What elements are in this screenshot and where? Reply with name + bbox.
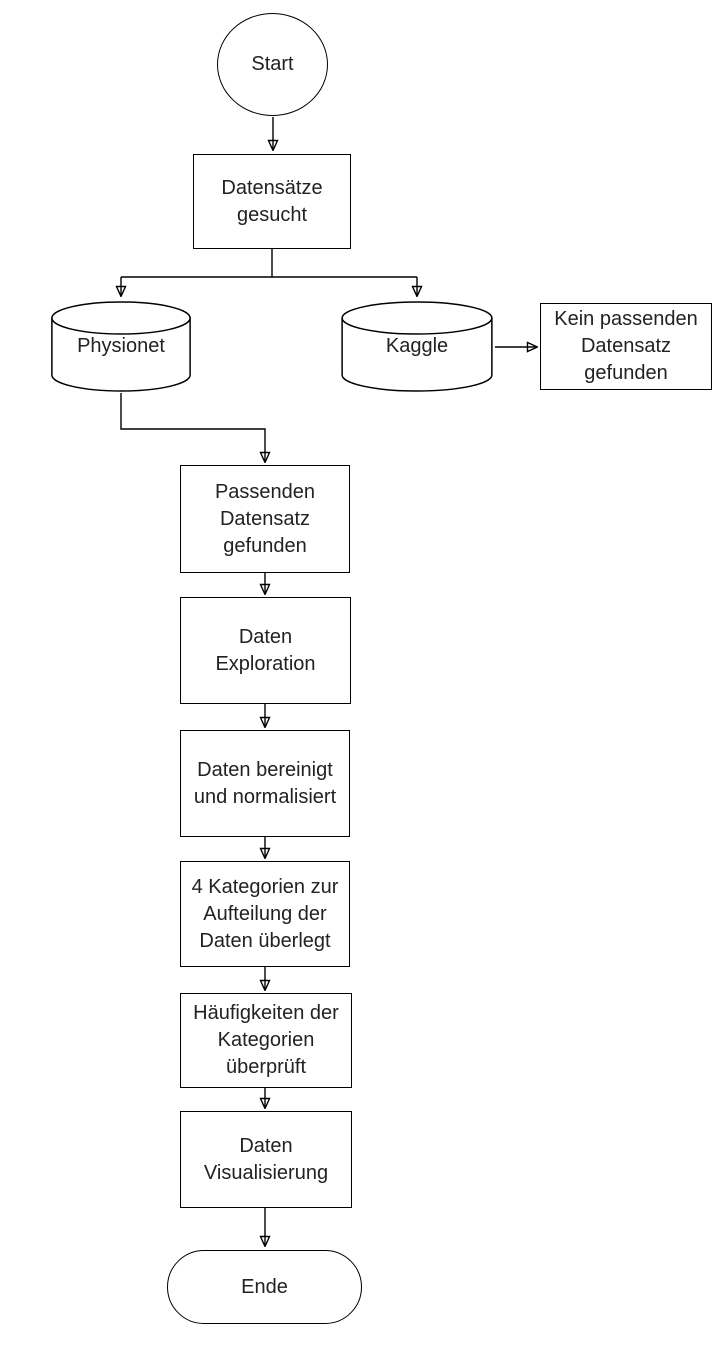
node-haeufigkeiten-label: Häufigkeiten der Kategorien überprüft — [193, 1002, 339, 1078]
node-start-label: Start — [251, 53, 294, 75]
node-haeufigkeiten: Häufigkeiten der Kategorien überprüft — [180, 993, 352, 1088]
node-physionet-label: Physionet — [77, 335, 165, 357]
node-ende-label: Ende — [241, 1275, 288, 1298]
node-kein-passenden-datensatz-label: Kein passenden Datensatz gefunden — [554, 308, 698, 384]
node-passenden-datensatz-label: Passenden Datensatz gefunden — [214, 480, 316, 557]
node-daten-bereinigt-label: Daten bereinigt und normalisiert — [193, 758, 337, 808]
connector-physionet-to-passenden — [120, 393, 265, 462]
node-kategorien-label: 4 Kategorien zur Aufteilung der Daten üb… — [191, 875, 339, 952]
node-daten-bereinigt: Daten bereinigt und normalisiert — [180, 730, 350, 837]
node-daten-exploration: Daten Exploration — [180, 597, 351, 704]
node-kategorien: 4 Kategorien zur Aufteilung der Daten üb… — [180, 861, 350, 967]
node-ende: Ende — [167, 1250, 362, 1324]
node-kein-passenden-datensatz: Kein passenden Datensatz gefunden — [540, 303, 712, 390]
node-kaggle-label: Kaggle — [385, 335, 449, 357]
node-daten-visualisierung-label: Daten Visualisierung — [203, 1134, 329, 1184]
database-cylinder-shape — [49, 300, 193, 393]
node-start: Start — [217, 13, 328, 116]
node-kaggle: Kaggle — [339, 300, 495, 393]
node-passenden-datensatz: Passenden Datensatz gefunden — [180, 465, 350, 573]
node-datensaetze-gesucht: Datensätze gesucht — [193, 154, 351, 249]
node-physionet: Physionet — [49, 300, 193, 393]
node-datensaetze-gesucht-label: Datensätze gesucht — [221, 176, 323, 226]
database-cylinder-shape — [339, 300, 495, 393]
node-daten-exploration-label: Daten Exploration — [215, 625, 316, 675]
node-daten-visualisierung: Daten Visualisierung — [180, 1111, 352, 1208]
